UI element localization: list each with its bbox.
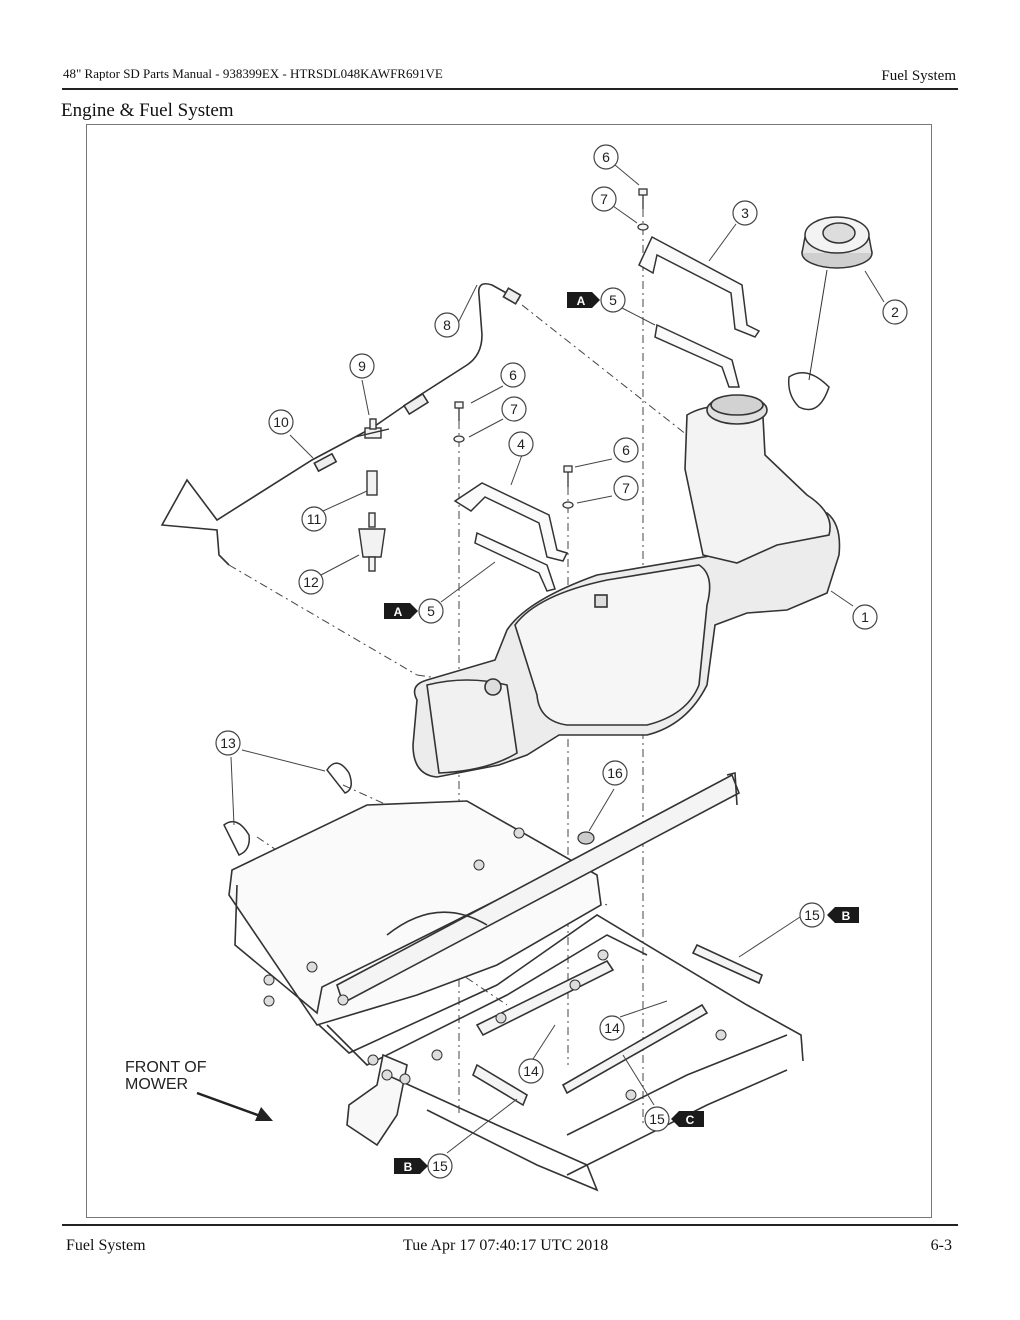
callout-6-right: 6 [622,442,630,458]
footer-timestamp: Tue Apr 17 07:40:17 UTC 2018 [403,1237,609,1254]
callout-circles [215,144,908,1179]
callout-7-right: 7 [622,480,630,496]
callout-5-lower: 5 [427,603,435,619]
frame-bolts [263,827,727,1101]
header-rule [62,88,958,90]
footer-page-number: 6-3 [930,1237,952,1254]
tag-a-top: A [577,294,586,308]
leader-lines [230,164,885,1154]
exploded-view-drawing: 1 2 3 4 5 5 6 6 6 7 7 7 8 9 10 11 12 13 … [125,144,908,1192]
tag-a-lower: A [394,605,403,619]
callout-3: 3 [741,205,749,221]
callout-6-left: 6 [509,367,517,383]
callout-7-left: 7 [510,401,518,417]
callout-15-b-right: 15 [804,907,820,923]
tag-c: C [686,1113,695,1127]
mower-frame [228,771,804,1192]
fuel-cap [787,216,873,411]
tag-b-left: B [404,1160,413,1174]
callout-7-top: 7 [600,191,608,207]
callout-5-top: 5 [609,292,617,308]
callout-4: 4 [517,436,525,452]
parts-diagram: 1 2 3 4 5 5 6 6 6 7 7 7 8 9 10 11 12 13 … [86,124,932,1218]
callout-15-b-left: 15 [432,1158,448,1174]
callout-16: 16 [607,765,623,781]
reference-tag-shapes [384,292,859,1174]
callout-6-top: 6 [602,149,610,165]
callout-14-right: 14 [604,1020,620,1036]
cable-ties [223,762,352,856]
callout-15-c: 15 [649,1111,665,1127]
callout-8: 8 [443,317,451,333]
strap-brackets [453,235,761,592]
page-title: Engine & Fuel System [61,100,234,121]
callout-13: 13 [220,735,236,751]
callout-10: 10 [273,414,289,430]
callout-2: 2 [891,304,899,320]
grommet [577,831,595,845]
callout-1: 1 [861,609,869,625]
header-manual-title: 48" Raptor SD Parts Manual - 938399EX - … [63,66,443,81]
fuel-line [160,282,522,566]
tee-fitting [354,418,390,439]
fuel-tank [412,394,841,778]
callout-14-left: 14 [523,1063,539,1079]
front-direction-arrow [196,1091,273,1121]
header-section-name: Fuel System [881,68,956,84]
filter-assembly [358,470,386,572]
callout-11: 11 [307,511,322,527]
callout-12: 12 [303,574,319,590]
front-of-mower-line2: MOWER [125,1076,188,1093]
footer-section-name: Fuel System [66,1237,146,1254]
fasteners [453,188,649,509]
front-of-mower-line1: FRONT OF [125,1059,207,1076]
tag-b-right: B [842,909,851,923]
callout-9: 9 [358,358,366,374]
footer-rule [62,1224,958,1226]
